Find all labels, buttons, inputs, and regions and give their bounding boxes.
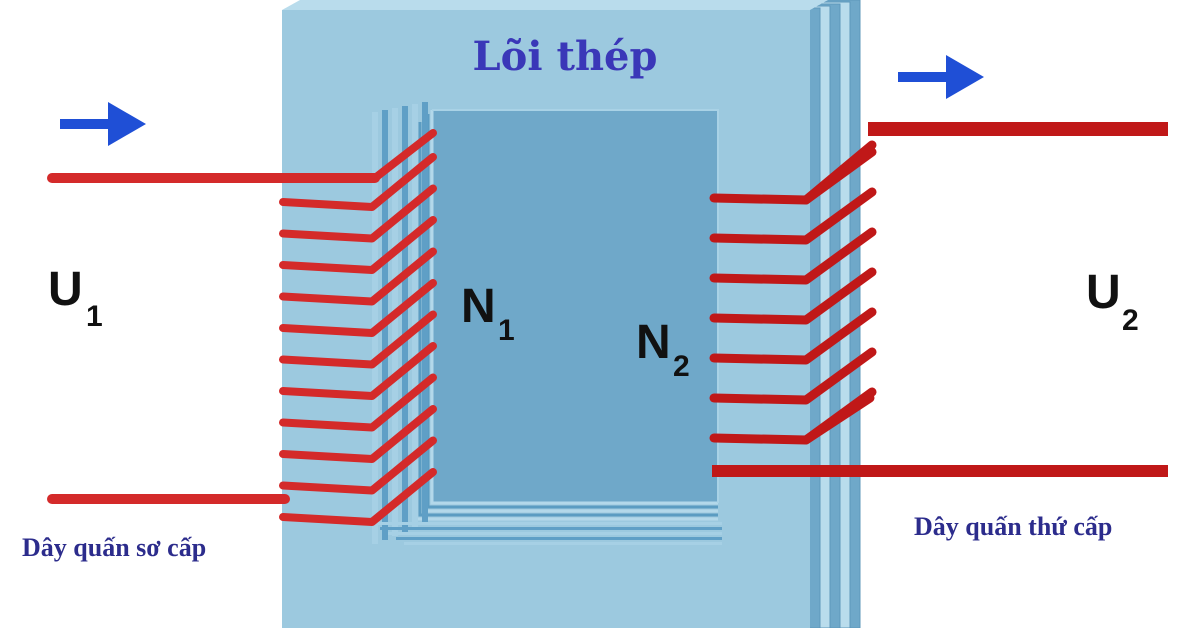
bottom-lamination [380, 527, 722, 530]
primary-turn [279, 216, 437, 274]
secondary-turn-end [801, 393, 875, 445]
secondary-voltage-subscript: 2 [1122, 304, 1139, 337]
primary-voltage-subscript: 1 [86, 300, 103, 333]
limb-lamination [412, 104, 418, 528]
core-label: Lõi thép [473, 33, 658, 80]
secondary-lead-wires [712, 122, 1168, 477]
arrow-shaft [60, 119, 114, 129]
primary-turn [279, 405, 437, 463]
arrow-shaft [898, 72, 952, 82]
window-edge [432, 109, 719, 503]
primary-turn [279, 310, 437, 369]
secondary-turn-top [801, 140, 877, 205]
secondary-winding [709, 140, 877, 445]
primary-winding-label: Dây quấn sơ cấp [22, 533, 206, 562]
secondary-turn [709, 347, 877, 405]
limb-lamination [392, 108, 398, 536]
secondary-turn [709, 187, 877, 245]
primary-turn-top [371, 129, 437, 182]
arrow-head [946, 55, 984, 99]
primary-winding [279, 129, 437, 526]
primary-turn [279, 342, 437, 400]
primary-voltage-symbol: U [48, 263, 83, 316]
primary-turn [279, 468, 437, 526]
primary-turns-subscript: 1 [498, 314, 515, 347]
window-bevel-step [430, 110, 718, 505]
primary-lead-wires [47, 173, 380, 504]
secondary-turns-symbol: N [636, 316, 671, 369]
secondary-turn [709, 227, 877, 285]
bottom-lamination [404, 542, 722, 545]
core-top-bevel [282, 0, 828, 10]
primary-turn [279, 279, 437, 337]
primary-turns-symbol: N [461, 280, 496, 333]
primary-current-arrow-icon [60, 102, 146, 146]
secondary-winding-label: Dây quấn thứ cấp [914, 512, 1112, 541]
secondary-turn [709, 307, 877, 365]
secondary-turns-subscript: 2 [673, 350, 690, 383]
bottom-lamination [388, 532, 722, 535]
primary-turn [279, 436, 437, 495]
primary-turn [279, 184, 437, 243]
secondary-turn [709, 267, 877, 325]
limb-lamination [402, 106, 408, 532]
primary-turn [279, 153, 437, 211]
limb-lamination [422, 102, 428, 524]
secondary-voltage-symbol: U [1086, 266, 1121, 319]
primary-turn [279, 247, 437, 306]
primary-turn [279, 373, 437, 432]
bottom-lamination [396, 537, 722, 540]
secondary-current-arrow-icon [898, 55, 984, 99]
bottom-lamination [372, 522, 722, 525]
window-bevel-step [418, 122, 718, 517]
arrow-head [108, 102, 146, 146]
